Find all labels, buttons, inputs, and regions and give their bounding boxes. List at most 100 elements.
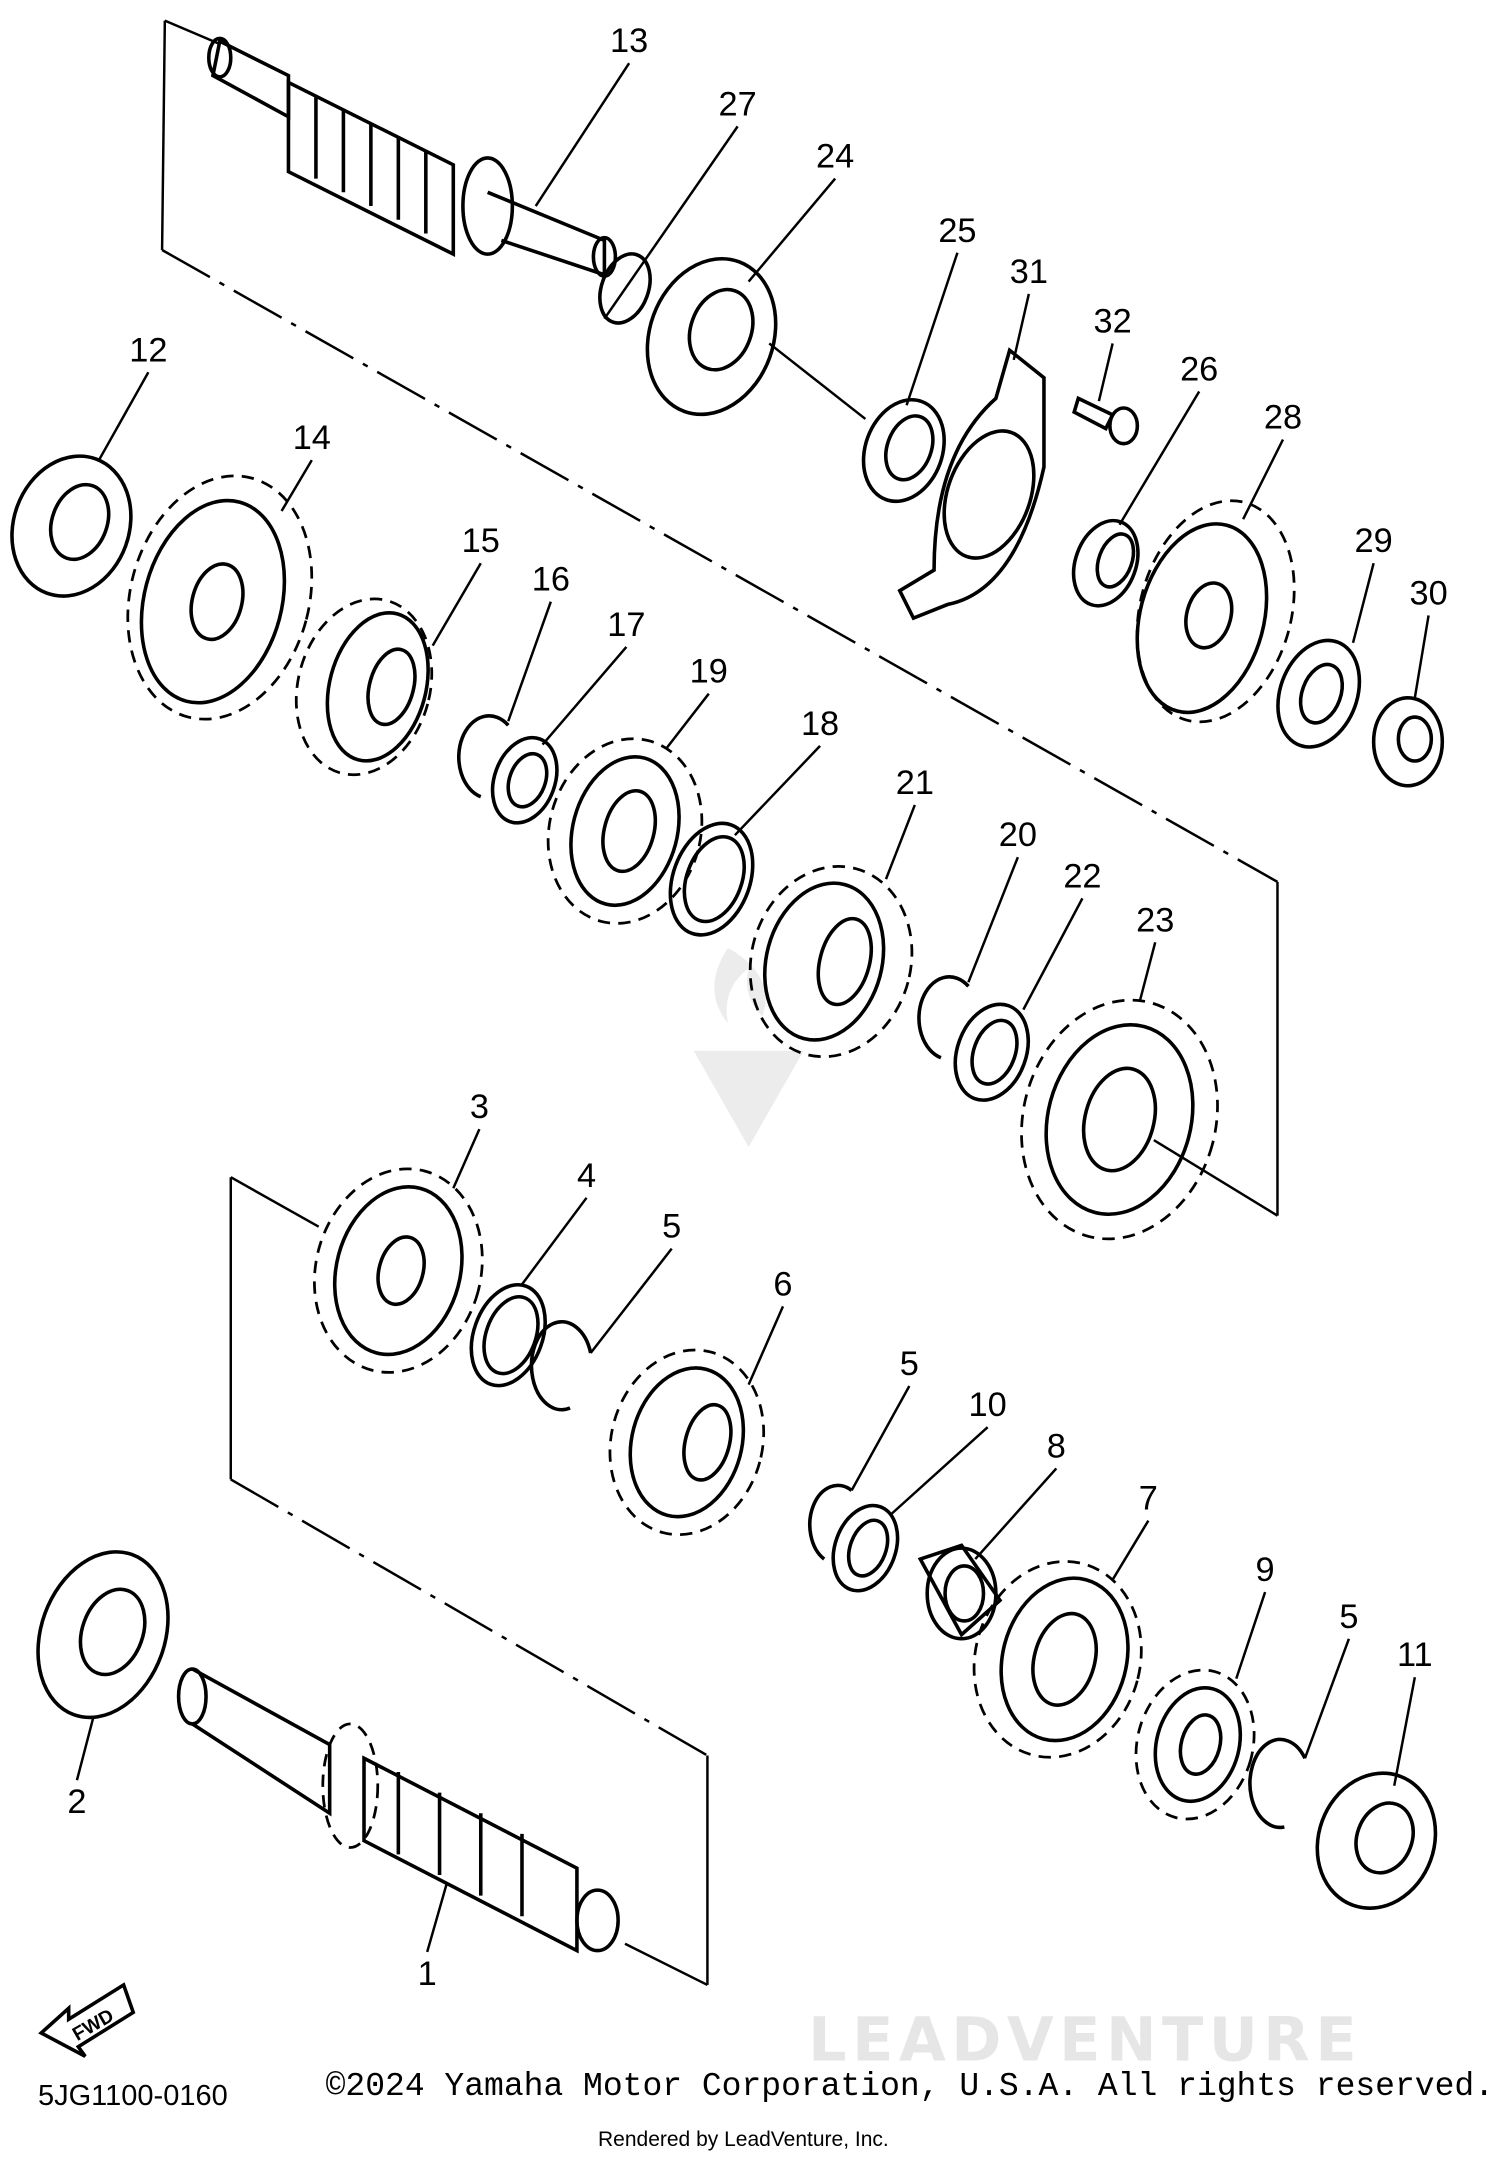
washer-18 (668, 821, 755, 937)
leader-line-31 (1012, 293, 1031, 361)
callout-22[interactable]: 22 (1063, 857, 1101, 895)
callout-2[interactable]: 2 (67, 1783, 86, 1821)
leader-line-24 (747, 177, 837, 283)
callout-17[interactable]: 17 (607, 606, 645, 644)
watermark-logo (693, 947, 804, 1147)
leader-line-6 (747, 1305, 785, 1386)
callout-25[interactable]: 25 (938, 212, 976, 250)
leader-line-11 (1393, 1676, 1417, 1786)
leader-line-25 (905, 252, 959, 406)
callout-7[interactable]: 7 (1139, 1480, 1158, 1518)
lock-washer-29 (1276, 638, 1362, 749)
washer-17 (490, 735, 559, 825)
gear-21 (748, 865, 914, 1059)
leader-line-1 (426, 1884, 448, 1953)
watermark-text: LEADVENTURE (808, 2005, 1362, 2075)
bearing-2 (36, 1550, 170, 1720)
callout-8[interactable]: 8 (1047, 1427, 1066, 1465)
leader-line-5 (589, 1247, 673, 1354)
washer-4 (469, 1282, 547, 1388)
leader-line-22 (1022, 897, 1084, 1011)
leader-line-2 (75, 1716, 95, 1781)
circlip-20 (917, 975, 970, 1060)
callout-28[interactable]: 28 (1264, 399, 1302, 437)
leader-line-16 (507, 601, 552, 722)
callout-1[interactable]: 1 (418, 1955, 437, 1993)
callout-24[interactable]: 24 (816, 138, 854, 176)
leader-line-12 (97, 371, 150, 461)
gear-15 (294, 597, 434, 777)
callout-23[interactable]: 23 (1136, 901, 1174, 939)
leader-line-7 (1111, 1519, 1150, 1581)
fwd-label: FWD (69, 2005, 118, 2045)
copyright-notice: ©2024 Yamaha Motor Corporation, U.S.A. A… (325, 2068, 1494, 2105)
gear-3 (313, 1167, 484, 1374)
callout-9[interactable]: 9 (1256, 1551, 1275, 1589)
leader-line-18 (733, 745, 821, 837)
gear-9 (1134, 1668, 1256, 1821)
leader-line-19 (665, 692, 710, 750)
callout-14[interactable]: 14 (293, 419, 331, 457)
leader-line-21 (884, 804, 916, 880)
circlip-5 (529, 1320, 593, 1412)
diagram-code: 5JG1100-0160 (38, 2080, 228, 2112)
callout-11[interactable]: 11 (1397, 1636, 1433, 1674)
bearing-24 (645, 256, 778, 417)
callout-16[interactable]: 16 (532, 561, 570, 599)
gear-23 (1020, 998, 1219, 1241)
fwd-arrow-icon: FWD (38, 1982, 136, 2058)
callout-6[interactable]: 6 (773, 1265, 792, 1303)
callout-5[interactable]: 5 (900, 1345, 919, 1383)
callout-19[interactable]: 19 (690, 653, 728, 691)
bearing-8 (917, 1543, 1003, 1641)
leader-line-4 (520, 1197, 588, 1286)
callout-29[interactable]: 29 (1355, 522, 1393, 560)
leader-line-9 (1235, 1591, 1267, 1679)
callout-26[interactable]: 26 (1180, 351, 1218, 389)
drive-axle (176, 1667, 620, 1954)
leader-line-26 (1118, 390, 1201, 526)
leader-line-23 (1138, 942, 1157, 1001)
callout-27[interactable]: 27 (719, 85, 757, 123)
bearing-12 (10, 454, 133, 598)
washer-10 (831, 1503, 900, 1593)
o-ring (598, 252, 652, 325)
callout-32[interactable]: 32 (1094, 302, 1132, 340)
assembly-frame-lines (160, 19, 1279, 1987)
bearing-11 (1315, 1771, 1438, 1910)
callout-31[interactable]: 31 (1010, 253, 1048, 291)
leader-line-14 (280, 459, 313, 512)
leader-line-10 (889, 1426, 989, 1517)
callout-4[interactable]: 4 (577, 1157, 596, 1195)
oil-seal-25 (861, 397, 946, 504)
leader-line-29 (1351, 562, 1375, 644)
rendered-by-notice: Rendered by LeadVenture, Inc. (598, 2128, 889, 2151)
callout-18[interactable]: 18 (801, 705, 839, 743)
leader-line-15 (431, 562, 482, 647)
leader-line-3 (452, 1128, 481, 1189)
callout-12[interactable]: 12 (129, 331, 167, 369)
leader-line-17 (541, 646, 628, 746)
circlip-5c (1248, 1737, 1307, 1830)
callout-5[interactable]: 5 (1339, 1598, 1358, 1636)
drive-sprocket-28 (1135, 499, 1296, 724)
leader-line-13 (534, 62, 631, 207)
plate-31 (897, 347, 1046, 621)
gear-7 (972, 1560, 1143, 1759)
circlip-16 (457, 714, 510, 799)
collar-26 (1071, 518, 1140, 608)
leader-line-27 (603, 125, 739, 320)
callout-30[interactable]: 30 (1409, 574, 1447, 612)
callout-20[interactable]: 20 (999, 816, 1037, 854)
leader-line-8 (974, 1467, 1058, 1560)
callout-10[interactable]: 10 (969, 1386, 1007, 1424)
callout-5[interactable]: 5 (662, 1208, 681, 1246)
callout-21[interactable]: 21 (896, 764, 934, 802)
gear-6 (608, 1348, 766, 1537)
circlip-5b (808, 1483, 853, 1561)
callout-15[interactable]: 15 (462, 522, 500, 560)
callout-13[interactable]: 13 (610, 22, 648, 60)
leader-line-5 (1303, 1638, 1351, 1759)
callout-3[interactable]: 3 (470, 1088, 489, 1126)
